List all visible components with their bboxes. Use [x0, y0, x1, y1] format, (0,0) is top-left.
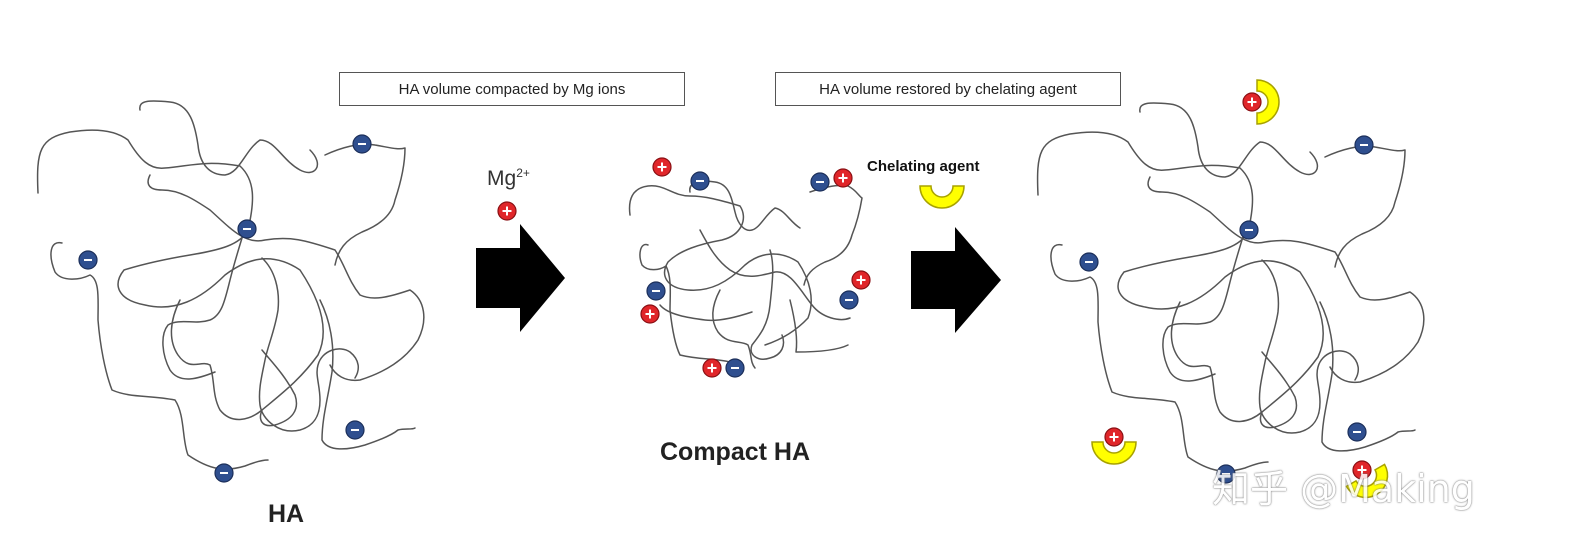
right-arrow-icon [476, 224, 565, 332]
mg-charge: 2+ [516, 166, 530, 180]
mg-symbol: Mg [487, 167, 517, 190]
mg-ion-label: Mg2+ [487, 166, 530, 191]
ha-network [36, 100, 425, 483]
compact-ha-label: Compact HA [660, 438, 811, 466]
compact-ha-network [628, 157, 871, 378]
restored-ha-network [1036, 79, 1425, 507]
caption-restored-text: HA volume restored by chelating agent [819, 80, 1077, 98]
chelating-agent-label: Chelating agent [867, 158, 980, 175]
caption-restored: HA volume restored by chelating agent [775, 72, 1121, 106]
mg-ion [497, 201, 517, 221]
caption-compacted-text: HA volume compacted by Mg ions [398, 80, 626, 98]
chelator [919, 185, 965, 209]
watermark: 知乎 @Making [1212, 467, 1475, 511]
right-arrow-icon [911, 227, 1001, 333]
caption-compacted: HA volume compacted by Mg ions [339, 72, 685, 106]
ha-label: HA [268, 500, 305, 528]
